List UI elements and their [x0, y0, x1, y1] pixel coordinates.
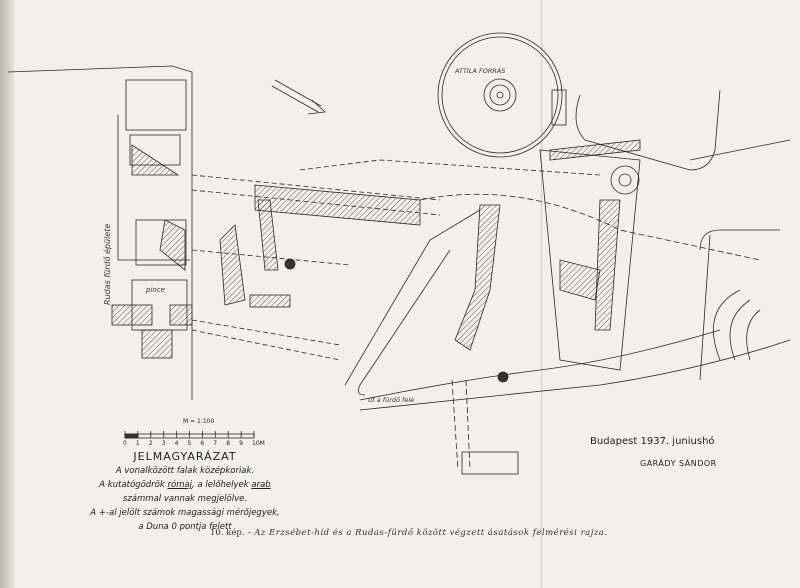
- author-signature: GARÁDY SÁNDOR: [640, 459, 717, 468]
- scale-tick-label: 0: [123, 440, 127, 447]
- page-fold: [541, 0, 542, 588]
- roads: [284, 89, 791, 475]
- legend-text: A kutatógödrök: [99, 480, 168, 490]
- legend-line: A vonalközött falak középkoriak.: [115, 466, 255, 476]
- legend: JELMAGYARÁZAT A vonalközött falak középk…: [80, 450, 290, 534]
- legend-line: a Duna 0 pontja felett: [138, 522, 232, 532]
- legend-title: JELMAGYARÁZAT: [133, 450, 237, 463]
- legend-arab: arab: [251, 480, 271, 490]
- attila-spring: [437, 32, 640, 195]
- north-arrow-icon: [271, 79, 326, 115]
- scale-bar: [124, 431, 255, 439]
- legend-text: , a lelőhelyek: [192, 480, 252, 490]
- scale-tick-label: 1: [135, 440, 140, 447]
- caption-number: 10. kép. –: [210, 528, 252, 538]
- scale-tick-label: 7: [213, 440, 218, 447]
- scale-tick-label: 5: [187, 440, 192, 447]
- label-road-to-bath: út a fürdő felé: [368, 395, 414, 404]
- scale-tick-label: 2: [148, 440, 153, 447]
- excavated-walls: [219, 139, 641, 371]
- date-note: Budapest 1937. juniushó: [590, 436, 715, 447]
- scale-tick-label: 9: [239, 440, 243, 447]
- rudas-bath-building: [7, 65, 193, 400]
- scale-tick-label: 3: [161, 440, 166, 447]
- legend-roman: rómaj: [167, 480, 193, 490]
- scale-tick-label: 6: [200, 440, 205, 447]
- scale-tick-label: 4: [174, 440, 179, 447]
- scale-ratio: M = 1:100: [183, 418, 215, 425]
- figure-caption: 10. kép. – Az Erzsébet-híd és a Rudas-fü…: [210, 528, 608, 538]
- label-bath-building: Rudas fürdő épülete: [102, 224, 112, 305]
- trenches: [191, 159, 601, 361]
- page-edge-shadow: [0, 0, 14, 588]
- label-cellar: pince: [145, 286, 165, 294]
- legend-line: A +-al jelölt számok magassági mérőjegye…: [90, 508, 280, 518]
- legend-line: számmal vannak megjelölve.: [122, 494, 248, 504]
- scale-tick-label: 10M: [252, 440, 265, 447]
- scale-tick-label: 8: [226, 440, 231, 447]
- caption-text: Az Erzsébet-híd és a Rudas-fürdő között …: [254, 528, 608, 538]
- label-spring: ATTILA FORRÁS: [454, 66, 505, 75]
- legend-line: A kutatógödrök rómaj, a lelőhelyek arab: [80, 478, 290, 492]
